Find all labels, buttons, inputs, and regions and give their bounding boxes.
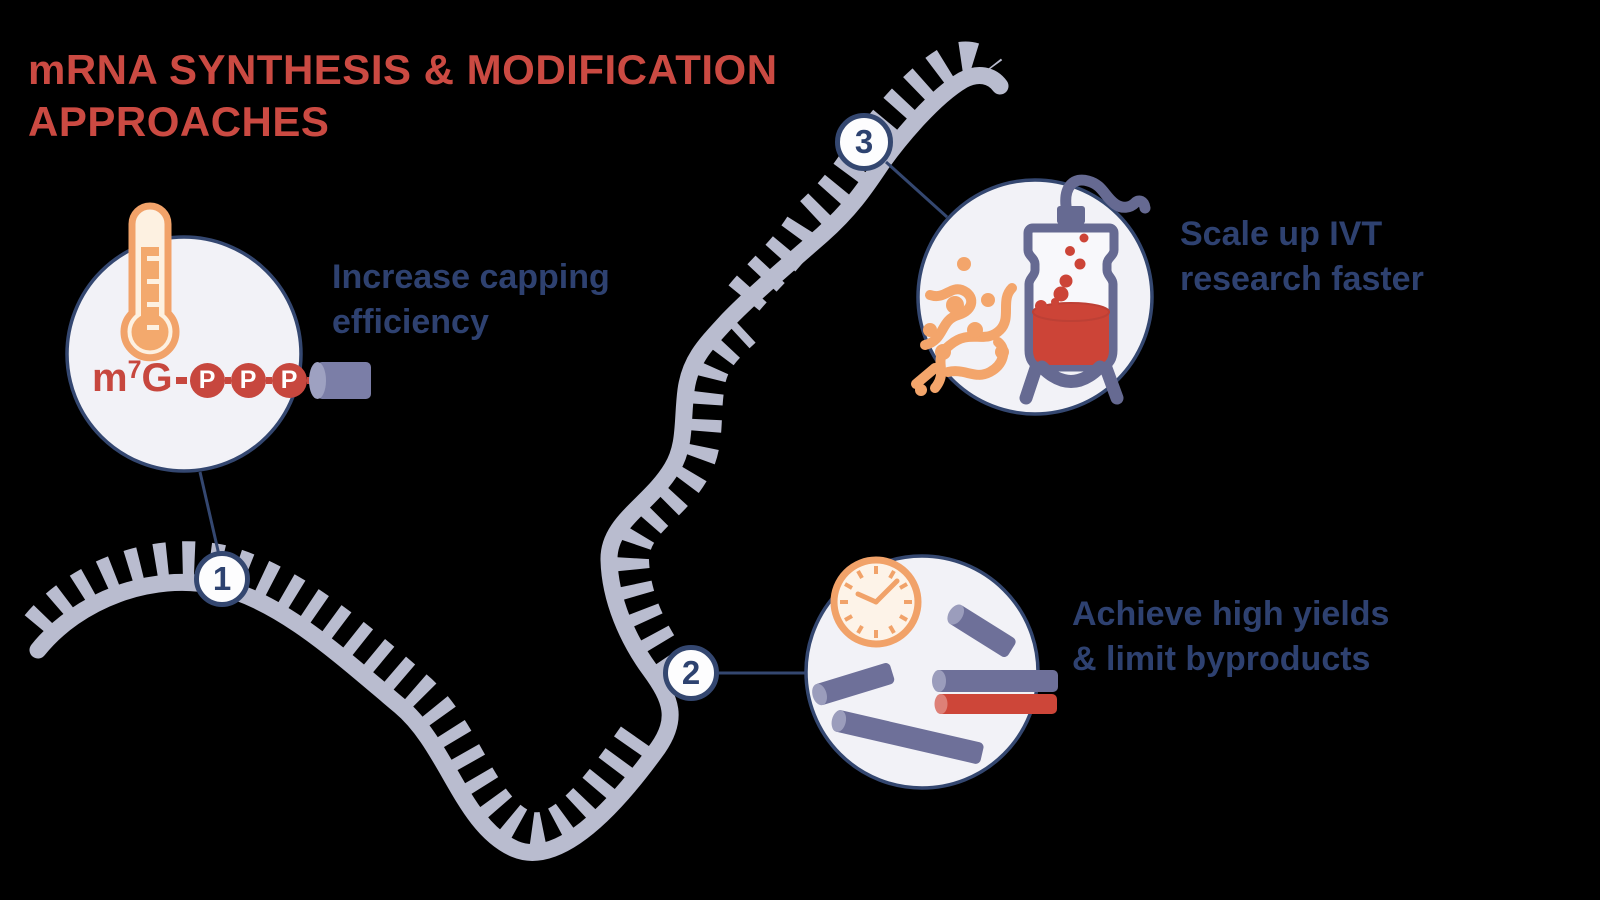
step1-number: 1 [212, 560, 232, 597]
step3-label: Scale up IVT research faster [1180, 215, 1424, 298]
strand-teeth-lower [24, 541, 657, 853]
bioreactor-drops [1035, 233, 1089, 312]
cap-bond [175, 376, 187, 384]
page-title-line2: APPROACHES [28, 98, 330, 145]
step2-label: Achieve high yields & limit byproducts [1072, 595, 1390, 678]
step1-number-badge: 1 [194, 551, 250, 607]
strand-teeth-middle [608, 313, 756, 680]
page-title-line1: mRNA SYNTHESIS & MODIFICATION [28, 46, 778, 93]
step3-number-badge: 3 [835, 113, 893, 171]
phosphate-disc: P [189, 362, 225, 398]
mrna-body-rod [308, 361, 371, 399]
bioreactor-hose [1060, 174, 1151, 214]
cap-bond [224, 376, 231, 384]
connector-step1 [198, 471, 221, 556]
m7g-cap-structure-icon: m7G P P P [92, 355, 371, 400]
rna-fragment-rods-icon [812, 604, 1058, 764]
clock-icon [830, 556, 922, 648]
polymerase-squiggle-icon [911, 257, 1017, 396]
connector-step3 [884, 160, 949, 219]
page-title: mRNA SYNTHESIS & MODIFICATION APPROACHES [28, 44, 778, 148]
thermometer-icon [120, 202, 180, 362]
phosphate-disc: P [271, 362, 307, 398]
connector-lines [198, 160, 949, 675]
step2-number: 2 [681, 654, 701, 691]
step1-circle [65, 235, 303, 473]
phosphate-disc: P [230, 362, 266, 398]
cap-m7g-label: m7G [92, 355, 173, 400]
cap-bond [265, 376, 272, 384]
bioreactor-icon [1019, 174, 1151, 405]
step1-label: Increase capping efficiency [332, 258, 610, 341]
step2-number-badge: 2 [663, 645, 719, 701]
strand-backbone [29, 67, 1009, 861]
step3-number: 3 [854, 123, 874, 160]
